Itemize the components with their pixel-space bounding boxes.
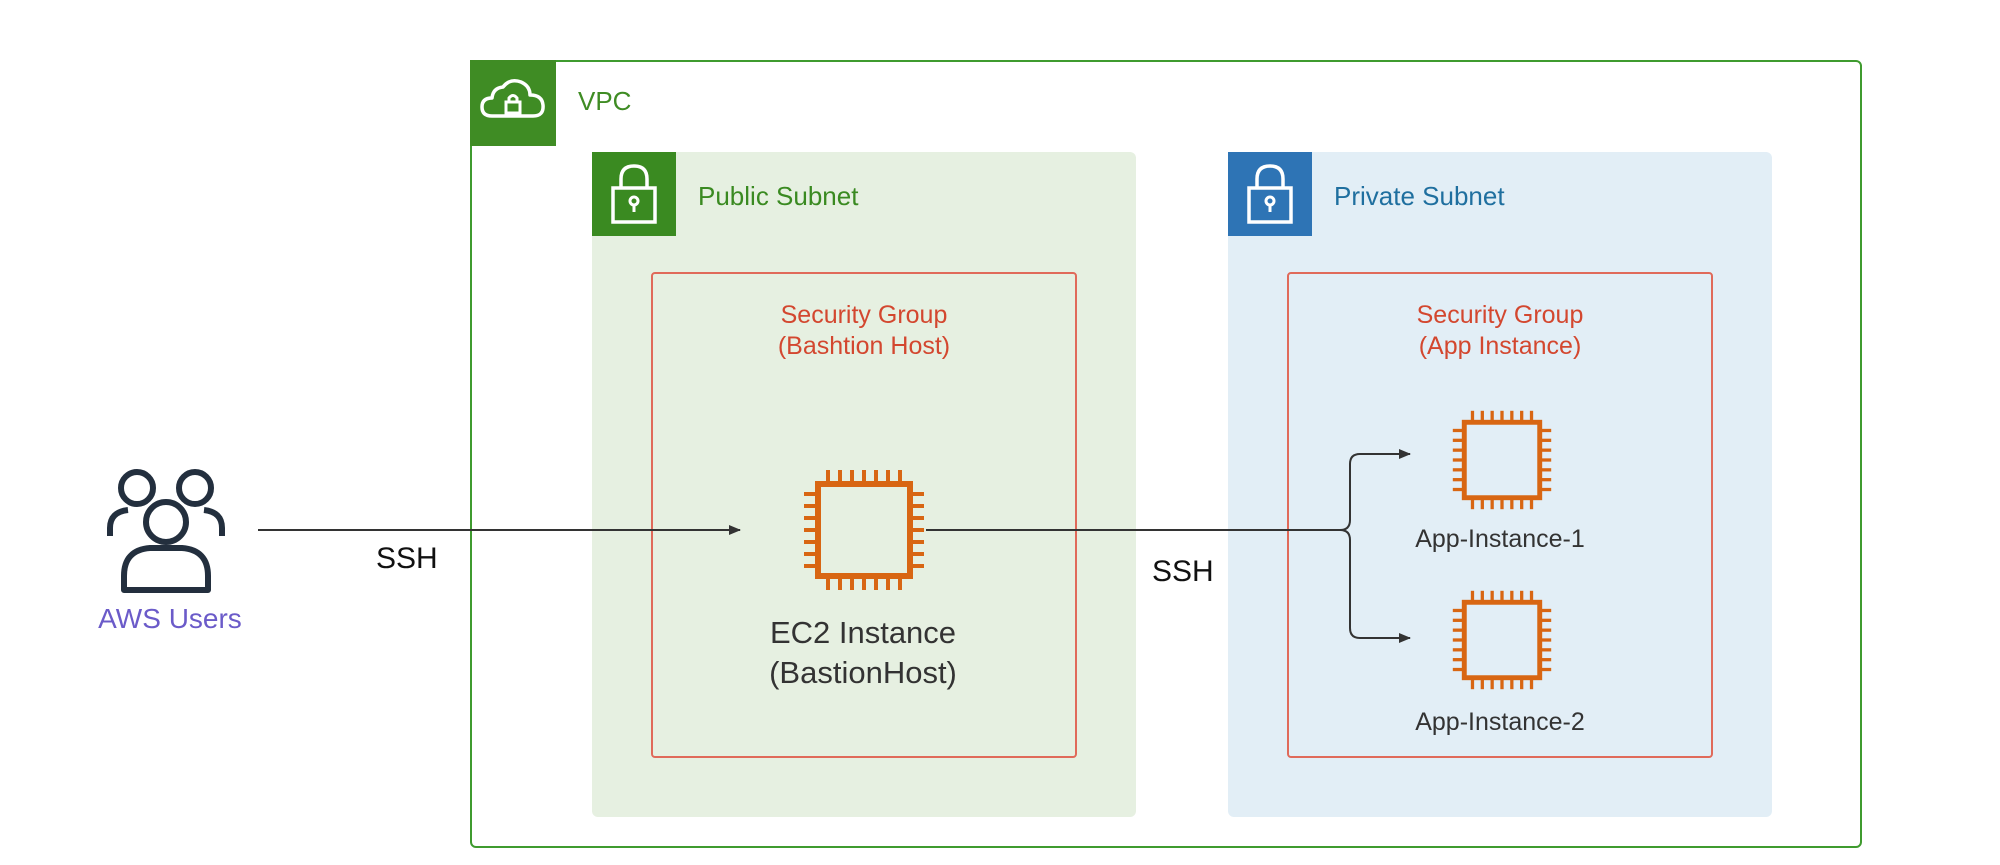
security-group-bastion-title-line2: (Bashtion Host) (777, 332, 951, 360)
vpc-label: VPC (578, 86, 632, 116)
security-group-app (1287, 272, 1713, 758)
security-group-bastion-title: Security Group (Bashtion Host) (651, 300, 1077, 362)
aws-users-label: AWS Users (98, 603, 242, 634)
ec2-bastion-label-line1: EC2 Instance (769, 615, 957, 650)
security-group-bastion-title-line1: Security Group (780, 301, 948, 329)
security-group-bastion (651, 272, 1077, 758)
private-subnet-icon-tile (1228, 152, 1312, 236)
vpc-icon-tile (470, 60, 556, 146)
app-instance-1-chip-icon (1453, 411, 1551, 509)
padlock-icon (611, 164, 657, 224)
security-group-app-title: Security Group (App Instance) (1287, 300, 1713, 362)
padlock-icon (1247, 164, 1293, 224)
vpc-boundary (470, 60, 1862, 848)
ssh-label-users-to-bastion: SSH (376, 542, 438, 575)
ec2-bastion-chip-icon (804, 470, 924, 590)
public-subnet-icon-tile (592, 152, 676, 236)
ssh-connector-bastion-to-app-instance-2 (1339, 529, 1411, 643)
private-subnet (1228, 152, 1772, 817)
security-group-app-title-line2: (App Instance) (1418, 332, 1582, 360)
app-instance-1-label: App-Instance-1 (1415, 525, 1585, 553)
public-subnet-label: Public Subnet (698, 181, 859, 211)
private-subnet-label: Private Subnet (1334, 181, 1505, 211)
ec2-bastion-label: EC2 Instance (BastionHost) (668, 613, 1058, 693)
ssh-label-bastion-to-apps: SSH (1152, 555, 1214, 588)
app-instance-2-label: App-Instance-2 (1415, 708, 1585, 736)
cloud-lock-icon (480, 79, 545, 118)
ssh-connector-bastion-to-app-instance-1 (926, 449, 1411, 531)
security-group-app-title-line1: Security Group (1416, 301, 1584, 329)
users-icon (107, 469, 225, 593)
app-instance-2-chip-icon (1453, 591, 1551, 689)
ec2-bastion-label-line2: (BastionHost) (769, 655, 957, 690)
